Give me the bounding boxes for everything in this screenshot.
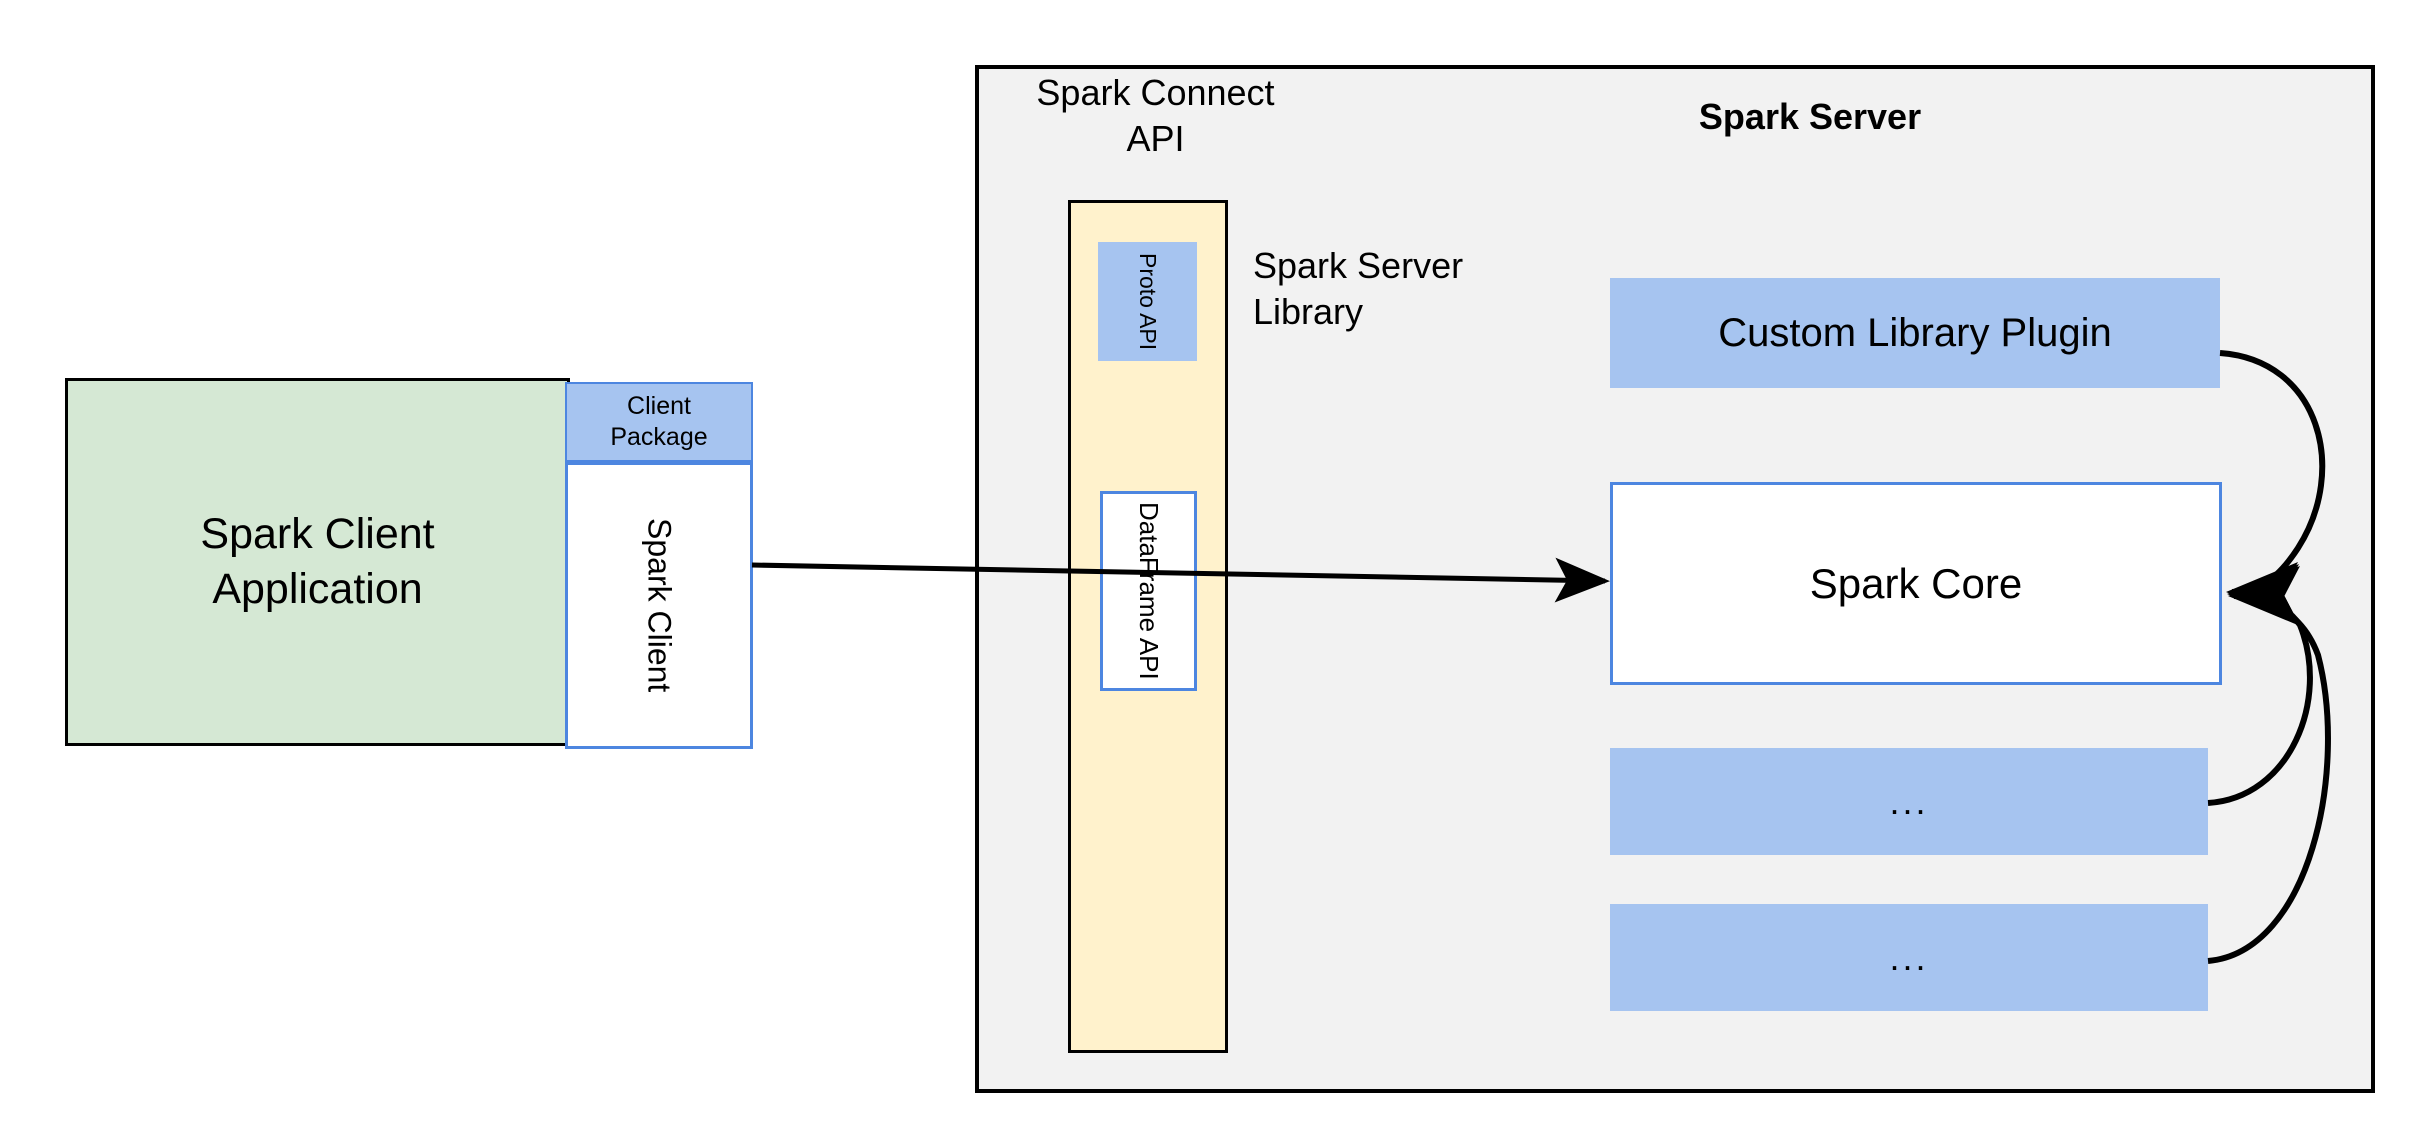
spark-client-application-label: Spark Client Application bbox=[200, 507, 434, 617]
spark-client-box: Spark Client bbox=[565, 462, 753, 749]
spark-connect-api-label: Spark Connect API bbox=[1003, 70, 1308, 162]
spark-client-label: Spark Client bbox=[641, 518, 678, 693]
spark-server-library-label: Spark Server Library bbox=[1253, 243, 1583, 335]
placeholder-component-box-2: ... bbox=[1610, 904, 2208, 1011]
client-package-line-1: Client bbox=[627, 391, 691, 420]
spark-core-box: Spark Core bbox=[1610, 482, 2222, 685]
client-package-box: Client Package bbox=[565, 382, 753, 462]
spark-client-application-box: Spark Client Application bbox=[65, 378, 570, 746]
connect-api-line-2: API bbox=[1126, 118, 1185, 160]
placeholder-label-1: ... bbox=[1889, 780, 1929, 822]
custom-library-plugin-label: Custom Library Plugin bbox=[1718, 310, 2112, 355]
server-library-line-2: Library bbox=[1253, 291, 1364, 333]
dataframe-api-box: DataFrame API bbox=[1100, 491, 1197, 691]
spark-core-label: Spark Core bbox=[1809, 559, 2023, 607]
client-app-line-1: Spark Client bbox=[200, 509, 435, 558]
connect-api-line-1: Spark Connect bbox=[1036, 72, 1275, 113]
server-library-line-1: Spark Server bbox=[1253, 245, 1464, 286]
proto-api-label: Proto API bbox=[1135, 252, 1161, 351]
client-package-line-2: Package bbox=[610, 423, 708, 451]
client-app-line-2: Application bbox=[212, 565, 423, 613]
custom-library-plugin-box: Custom Library Plugin bbox=[1610, 278, 2220, 388]
dataframe-api-label: DataFrame API bbox=[1134, 502, 1164, 680]
placeholder-label-2: ... bbox=[1889, 936, 1929, 978]
proto-api-box: Proto API bbox=[1098, 242, 1197, 361]
spark-server-title: Spark Server bbox=[1698, 96, 1922, 137]
client-package-label: Client Package bbox=[610, 391, 707, 454]
placeholder-component-box-1: ... bbox=[1610, 748, 2208, 855]
